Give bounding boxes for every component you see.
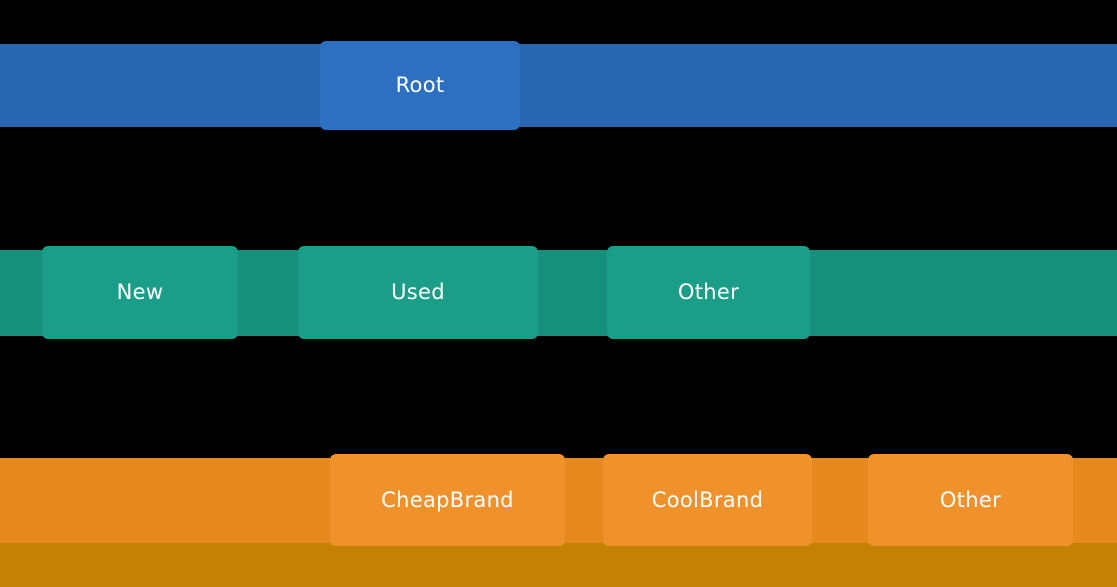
node-used[interactable]: Used [298,246,538,339]
node-root-label: Root [395,73,445,97]
node-new-label: New [116,280,164,304]
node-other-level2[interactable]: Other [607,246,810,339]
level-bar-root [0,44,1117,127]
node-coolbrand[interactable]: CoolBrand [603,454,812,546]
node-coolbrand-label: CoolBrand [651,487,764,512]
node-used-label: Used [391,280,445,304]
node-new[interactable]: New [42,246,238,339]
base-band [0,543,1117,587]
node-other-level3-label: Other [939,487,1002,512]
node-root[interactable]: Root [320,41,520,130]
node-cheapbrand-label: CheapBrand [381,487,514,512]
node-other-level2-label: Other [677,280,740,304]
node-other-level3[interactable]: Other [868,454,1073,546]
node-cheapbrand[interactable]: CheapBrand [330,454,565,546]
